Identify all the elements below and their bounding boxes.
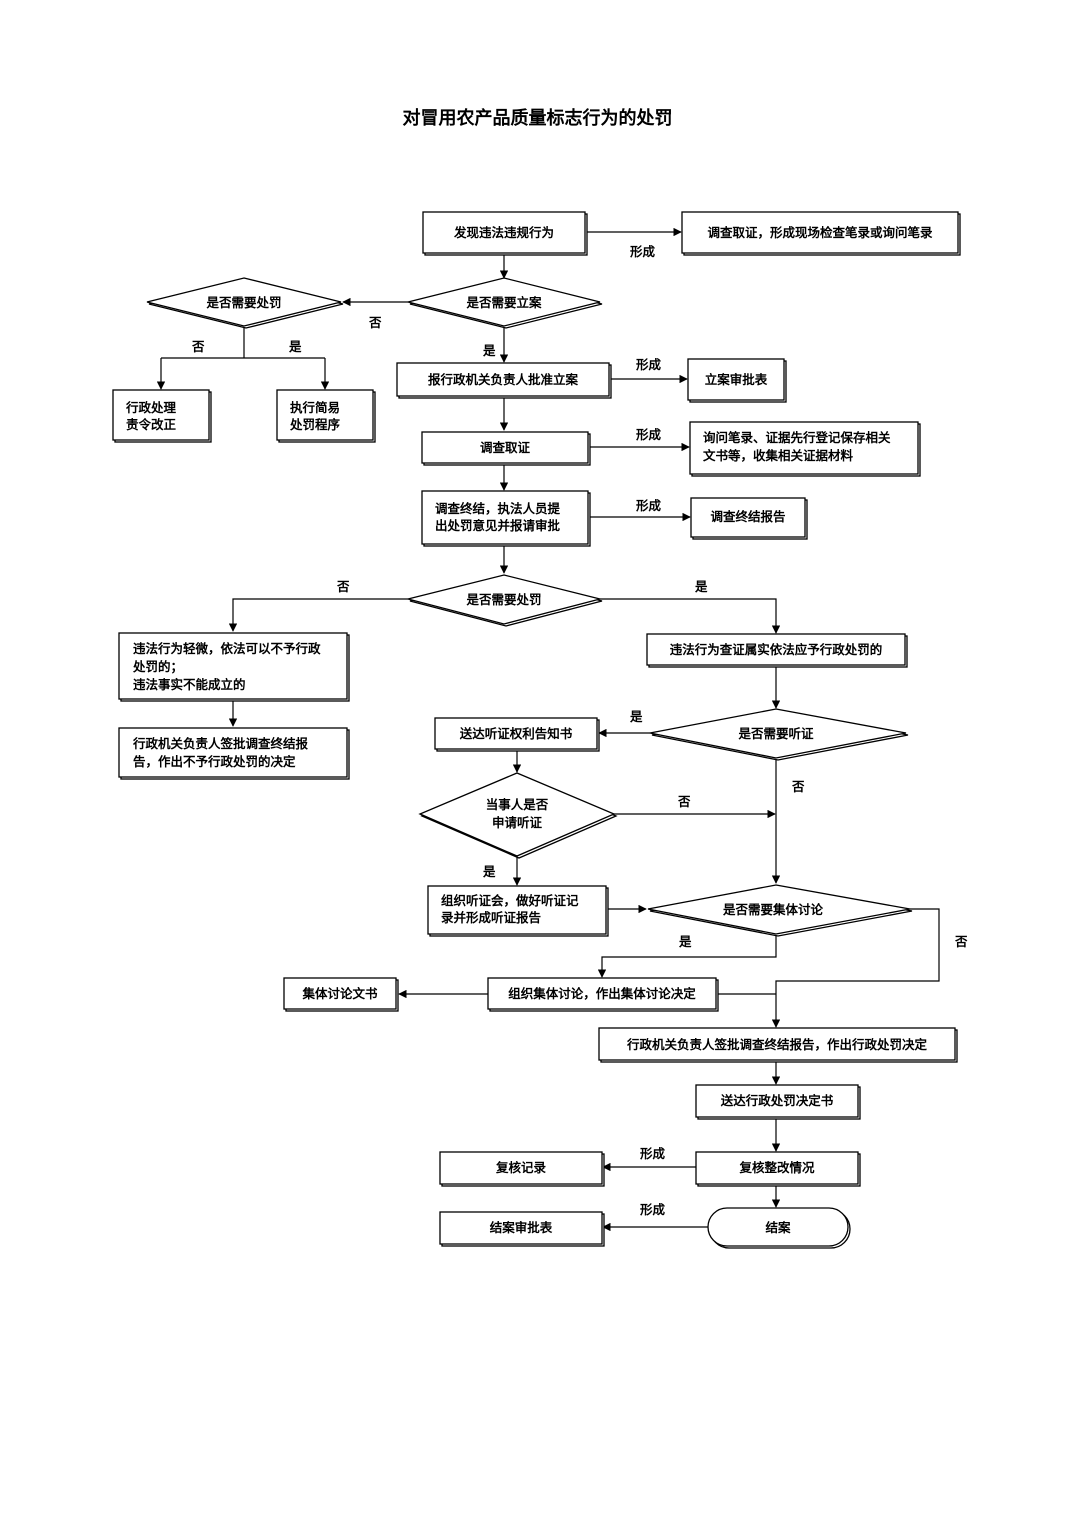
- node-investigate: 调查取证: [421, 431, 591, 466]
- edge-labels: 形成 否 否 是 是 形成 形成 形成 否 是 是 否 否 是 是 否 形成 形…: [191, 244, 968, 1217]
- label-form: 形成: [636, 427, 662, 442]
- node-need-collective: 是否需要集体讨论: [647, 884, 913, 937]
- node-case-form: 结案审批表: [439, 1211, 605, 1247]
- svg-text:处罚的；: 处罚的；: [132, 659, 183, 674]
- svg-text:处罚程序: 处罚程序: [289, 417, 341, 432]
- node-investigation-end: 调查终结，执法人员提 出处罚意见并报请审批: [421, 490, 591, 547]
- node-filing-form: 立案审批表: [687, 358, 787, 403]
- node-minor-violation: 违法行为轻微，依法可以不予行政 处罚的； 违法事实不能成立的: [118, 632, 350, 702]
- node-no-penalty-decision: 行政机关负责人签批调查终结报 告，作出不予行政处罚的决定: [118, 727, 350, 780]
- svg-text:送达行政处罚决定书: 送达行政处罚决定书: [720, 1093, 834, 1108]
- svg-text:违法行为轻微，依法可以不予行政: 违法行为轻微，依法可以不予行政: [133, 641, 321, 656]
- edge-penalty1-split: [161, 326, 325, 359]
- label-form: 形成: [630, 244, 656, 259]
- svg-text:调查取证: 调查取证: [480, 440, 531, 455]
- nodes: 发现违法违规行为 调查取证，形成现场检查笔录或询问笔录 是否需要立案 是否需要处…: [112, 211, 961, 1249]
- svg-text:责令改正: 责令改正: [126, 417, 177, 432]
- svg-text:立案审批表: 立案审批表: [705, 372, 768, 387]
- svg-text:执行简易: 执行简易: [290, 400, 340, 415]
- svg-text:调查终结，执法人员提: 调查终结，执法人员提: [435, 501, 561, 516]
- svg-text:询问笔录、证据先行登记保存相关: 询问笔录、证据先行登记保存相关: [703, 430, 891, 445]
- node-party-apply: 当事人是否 申请听证: [418, 772, 618, 859]
- edge-collective-yes: [597, 934, 777, 978]
- edge-penalty2-yes: [600, 598, 781, 634]
- svg-text:违法行为查证属实依法应予行政处罚的: 违法行为查证属实依法应予行政处罚的: [670, 642, 883, 657]
- svg-text:是否需要集体讨论: 是否需要集体讨论: [722, 902, 824, 917]
- node-investigate-initial: 调查取证，形成现场检查笔录或询问笔录: [681, 211, 961, 256]
- node-need-hearing: 是否需要听证: [649, 708, 909, 761]
- svg-text:告，作出不予行政处罚的决定: 告，作出不予行政处罚的决定: [133, 754, 296, 769]
- svg-text:文书等，收集相关证据材料: 文书等，收集相关证据材料: [703, 448, 854, 463]
- svg-text:违法事实不能成立的: 违法事实不能成立的: [133, 677, 246, 692]
- svg-text:集体讨论文书: 集体讨论文书: [301, 986, 378, 1001]
- label-no: 否: [191, 339, 205, 354]
- svg-text:行政机关负责人签批调查终结报: 行政机关负责人签批调查终结报: [132, 736, 309, 751]
- svg-text:发现违法违规行为: 发现违法违规行为: [453, 225, 554, 240]
- node-hold-hearing: 组织听证会，做好听证记 录并形成听证报告: [427, 885, 609, 937]
- label-yes: 是: [629, 709, 643, 724]
- svg-text:结案审批表: 结案审批表: [490, 1220, 553, 1235]
- svg-text:送达听证权利告知书: 送达听证权利告知书: [459, 726, 573, 741]
- edge-collective-no: [771, 908, 940, 1028]
- svg-text:复核记录: 复核记录: [495, 1160, 547, 1175]
- label-no: 否: [954, 934, 968, 949]
- svg-text:出处罚意见并报请审批: 出处罚意见并报请审批: [435, 518, 561, 533]
- svg-text:是否需要处罚: 是否需要处罚: [465, 592, 541, 607]
- label-form: 形成: [640, 1146, 666, 1161]
- node-close-case: 结案: [707, 1207, 851, 1249]
- node-report-approval: 报行政机关负责人批准立案: [396, 362, 612, 399]
- page-title: 对冒用农产品质量标志行为的处罚: [402, 108, 673, 129]
- node-penalty-decision: 行政机关负责人签批调查终结报告，作出行政处罚决定: [598, 1027, 958, 1063]
- svg-text:申请听证: 申请听证: [492, 815, 543, 830]
- node-simple-procedure: 执行简易 处罚程序: [276, 389, 376, 443]
- node-investigate-docs: 询问笔录、证据先行登记保存相关 文书等，收集相关证据材料: [689, 421, 921, 477]
- svg-text:组织听证会，做好听证记: 组织听证会，做好听证记: [441, 893, 579, 908]
- svg-text:结案: 结案: [765, 1220, 791, 1235]
- svg-text:录并形成听证报告: 录并形成听证报告: [441, 910, 542, 925]
- node-hearing-notice: 送达听证权利告知书: [434, 717, 600, 752]
- label-form: 形成: [640, 1202, 666, 1217]
- node-deliver-decision: 送达行政处罚决定书: [695, 1084, 861, 1120]
- svg-text:调查取证，形成现场检查笔录或询问笔录: 调查取证，形成现场检查笔录或询问笔录: [707, 225, 933, 240]
- label-no: 否: [336, 579, 350, 594]
- svg-text:调查终结报告: 调查终结报告: [710, 509, 786, 524]
- node-discover: 发现违法违规行为: [422, 211, 588, 256]
- label-no: 否: [368, 315, 382, 330]
- node-collective-discussion: 组织集体讨论，作出集体讨论决定: [487, 977, 719, 1012]
- label-form: 形成: [636, 357, 662, 372]
- node-review-rectify: 复核整改情况: [695, 1151, 861, 1187]
- node-review-record: 复核记录: [439, 1151, 605, 1187]
- svg-text:行政处理: 行政处理: [125, 400, 177, 415]
- node-end-report: 调查终结报告: [690, 497, 808, 540]
- label-form: 形成: [636, 498, 662, 513]
- label-yes: 是: [482, 864, 496, 879]
- svg-text:复核整改情况: 复核整改情况: [738, 1160, 815, 1175]
- svg-text:是否需要立案: 是否需要立案: [465, 295, 542, 310]
- label-no: 否: [677, 794, 691, 809]
- node-admin-correct: 行政处理 责令改正: [112, 389, 212, 443]
- node-need-penalty-1: 是否需要处罚: [146, 277, 344, 329]
- svg-text:行政机关负责人签批调查终结报告，作出行政处罚决定: 行政机关负责人签批调查终结报告，作出行政处罚决定: [626, 1037, 928, 1052]
- node-collective-doc: 集体讨论文书: [283, 977, 399, 1012]
- svg-text:组织集体讨论，作出集体讨论决定: 组织集体讨论，作出集体讨论决定: [508, 986, 696, 1001]
- label-no: 否: [791, 779, 805, 794]
- label-yes: 是: [288, 339, 302, 354]
- svg-text:是否需要处罚: 是否需要处罚: [205, 295, 281, 310]
- node-verified-violation: 违法行为查证属实依法应予行政处罚的: [646, 633, 908, 668]
- svg-text:是否需要听证: 是否需要听证: [737, 726, 814, 741]
- label-yes: 是: [482, 343, 496, 358]
- label-yes: 是: [694, 579, 708, 594]
- svg-text:报行政机关负责人批准立案: 报行政机关负责人批准立案: [428, 372, 579, 387]
- edge-penalty2-no: [228, 598, 408, 632]
- label-yes: 是: [678, 934, 692, 949]
- node-need-penalty-2: 是否需要处罚: [407, 574, 603, 627]
- svg-text:当事人是否: 当事人是否: [486, 797, 549, 812]
- node-need-filing: 是否需要立案: [407, 277, 603, 329]
- edges: [156, 227, 940, 1232]
